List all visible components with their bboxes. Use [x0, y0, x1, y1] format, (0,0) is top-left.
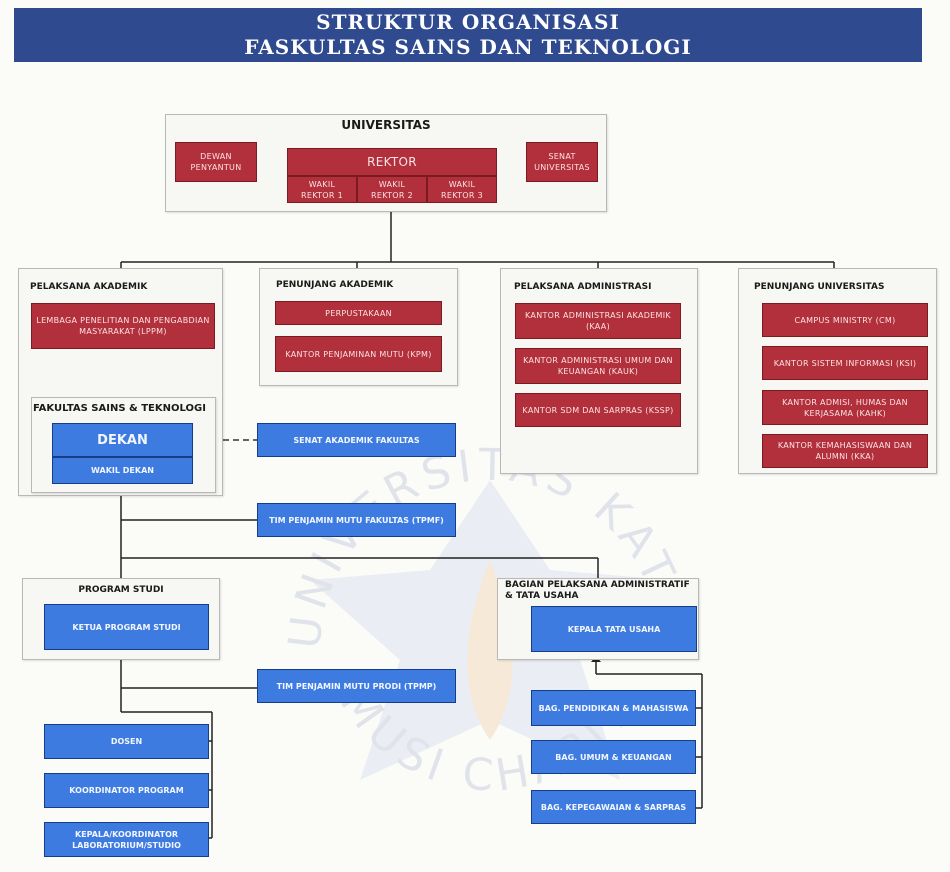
campus-ministry-box: CAMPUS MINISTRY (CM): [762, 303, 928, 337]
tpmp-box: TIM PENJAMIN MUTU PRODI (TPMP): [257, 669, 456, 703]
wakil-rektor-2-box: WAKIL REKTOR 2: [357, 176, 427, 203]
senat-akademik-fakultas-box: SENAT AKADEMIK FAKULTAS: [257, 423, 456, 457]
dekan-box: DEKAN: [52, 423, 193, 457]
universitas-title: UNIVERSITAS: [341, 118, 431, 132]
penunjang-universitas-title: PENUNJANG UNIVERSITAS: [754, 282, 885, 292]
bagian-administratif-title: BAGIAN PELAKSANA ADMINISTRATIF & TATA US…: [505, 580, 690, 601]
pelaksana-administrasi-title: PELAKSANA ADMINISTRASI: [514, 282, 652, 292]
wakil-dekan-box: WAKIL DEKAN: [52, 457, 193, 484]
wakil-rektor-1-box: WAKIL REKTOR 1: [287, 176, 357, 203]
tpmf-box: TIM PENJAMIN MUTU FAKULTAS (TPMF): [257, 503, 456, 537]
pelaksana-akademik-title: PELAKSANA AKADEMIK: [30, 282, 148, 292]
kahk-box: KANTOR ADMISI, HUMAS DAN KERJASAMA (KAHK…: [762, 390, 928, 425]
ketua-program-studi-box: KETUA PROGRAM STUDI: [44, 604, 209, 650]
dosen-box: DOSEN: [44, 724, 209, 759]
kauk-box: KANTOR ADMINISTRASI UMUM DAN KEUANGAN (K…: [515, 348, 681, 384]
penunjang-akademik-title: PENUNJANG AKADEMIK: [276, 280, 394, 290]
kpm-box: KANTOR PENJAMINAN MUTU (KPM): [275, 336, 442, 372]
kssp-box: KANTOR SDM DAN SARPRAS (KSSP): [515, 393, 681, 427]
perpustakaan-box: PERPUSTAKAAN: [275, 301, 442, 325]
ksi-box: KANTOR SISTEM INFORMASI (KSI): [762, 346, 928, 380]
program-studi-title: PROGRAM STUDI: [78, 585, 164, 595]
bag-kepegawaian-box: BAG. KEPEGAWAIAN & SARPRAS: [531, 790, 696, 824]
bag-pendidikan-box: BAG. PENDIDIKAN & MAHASISWA: [531, 690, 696, 726]
dewan-penyantun-box: DEWAN PENYANTUN: [175, 142, 257, 182]
koordinator-program-box: KOORDINATOR PROGRAM: [44, 773, 209, 808]
kepala-laboratorium-box: KEPALA/KOORDINATOR LABORATORIUM/STUDIO: [44, 822, 209, 857]
senat-universitas-box: SENAT UNIVERSITAS: [526, 142, 598, 182]
rektor-box: REKTOR: [287, 148, 497, 176]
fakultas-title: FAKULTAS SAINS & TEKNOLOGI: [33, 403, 206, 414]
title-line-1: STRUKTUR ORGANISASI: [316, 10, 620, 34]
wakil-rektor-3-box: WAKIL REKTOR 3: [427, 176, 497, 203]
kka-box: KANTOR KEMAHASISWAAN DAN ALUMNI (KKA): [762, 434, 928, 468]
kepala-tata-usaha-box: KEPALA TATA USAHA: [531, 606, 697, 652]
kaa-box: KANTOR ADMINISTRASI AKADEMIK (KAA): [515, 303, 681, 339]
page-title: STRUKTUR ORGANISASI FASKULTAS SAINS DAN …: [14, 8, 922, 62]
bag-umum-keuangan-box: BAG. UMUM & KEUANGAN: [531, 740, 696, 774]
title-line-2: FASKULTAS SAINS DAN TEKNOLOGI: [244, 35, 692, 59]
lppm-box: LEMBAGA PENELITIAN DAN PENGABDIAN MASYAR…: [31, 303, 215, 349]
